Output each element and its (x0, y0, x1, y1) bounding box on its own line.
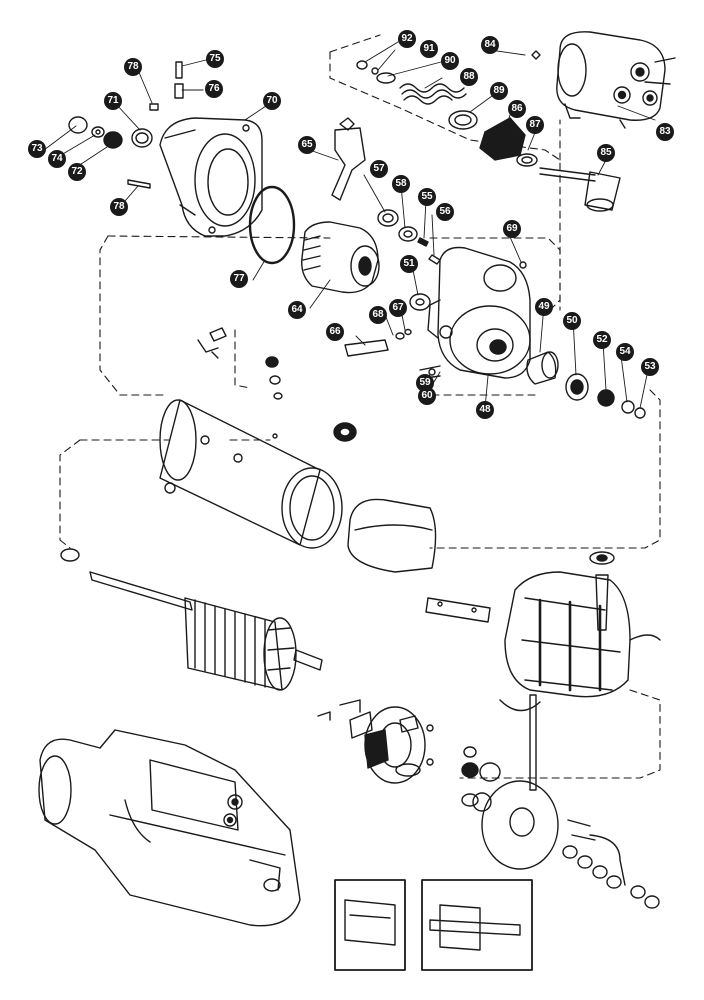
callout-70: 70 (263, 92, 281, 110)
callout-72: 72 (68, 163, 86, 181)
callout-71: 71 (104, 92, 122, 110)
callout-91: 91 (420, 40, 438, 58)
drive-end-housing (68, 61, 296, 265)
callout-53: 53 (641, 358, 659, 376)
callout-48: 48 (476, 401, 494, 419)
callout-55: 55 (418, 188, 436, 206)
callout-54: 54 (616, 343, 634, 361)
callout-58: 58 (392, 175, 410, 193)
callout-66: 66 (326, 323, 344, 341)
field-frame (159, 327, 357, 549)
callout-50: 50 (563, 312, 581, 330)
callout-84: 84 (481, 36, 499, 54)
callout-87: 87 (526, 116, 544, 134)
plunger-and-spring (356, 50, 621, 212)
inset-boxes (334, 879, 533, 971)
callout-60: 60 (418, 387, 436, 405)
commutator-end-frame (317, 699, 434, 784)
callout-74: 74 (48, 150, 66, 168)
callout-86: 86 (508, 100, 526, 118)
callout-65: 65 (298, 136, 316, 154)
armature (60, 548, 323, 691)
callout-90: 90 (441, 52, 459, 70)
rear-plate (461, 694, 660, 909)
shift-lever-and-drive (301, 117, 527, 357)
leader-lines (43, 41, 656, 409)
callout-52: 52 (593, 331, 611, 349)
callout-69: 69 (503, 220, 521, 238)
callout-51: 51 (400, 255, 418, 273)
callout-73: 73 (28, 140, 46, 158)
callout-78-top: 78 (124, 58, 142, 76)
callout-67: 67 (389, 299, 407, 317)
callout-56: 56 (436, 203, 454, 221)
callout-76: 76 (205, 80, 223, 98)
callout-49: 49 (535, 298, 553, 316)
assembled-starter (38, 729, 301, 927)
field-coil-assembly (499, 551, 661, 712)
callout-85: 85 (597, 144, 615, 162)
callout-92: 92 (398, 30, 416, 48)
callout-57: 57 (370, 160, 388, 178)
callout-83: 83 (656, 123, 674, 141)
callout-77: 77 (230, 270, 248, 288)
callout-78-bottom: 78 (110, 198, 128, 216)
bearings-right (526, 351, 646, 419)
pole-shoe (347, 498, 491, 623)
callout-64: 64 (288, 301, 306, 319)
callout-68: 68 (369, 306, 387, 324)
callout-75: 75 (206, 50, 224, 68)
callout-88: 88 (460, 68, 478, 86)
intermediate-housing (419, 246, 531, 379)
callout-89: 89 (490, 82, 508, 100)
solenoid-assembly (556, 31, 676, 129)
